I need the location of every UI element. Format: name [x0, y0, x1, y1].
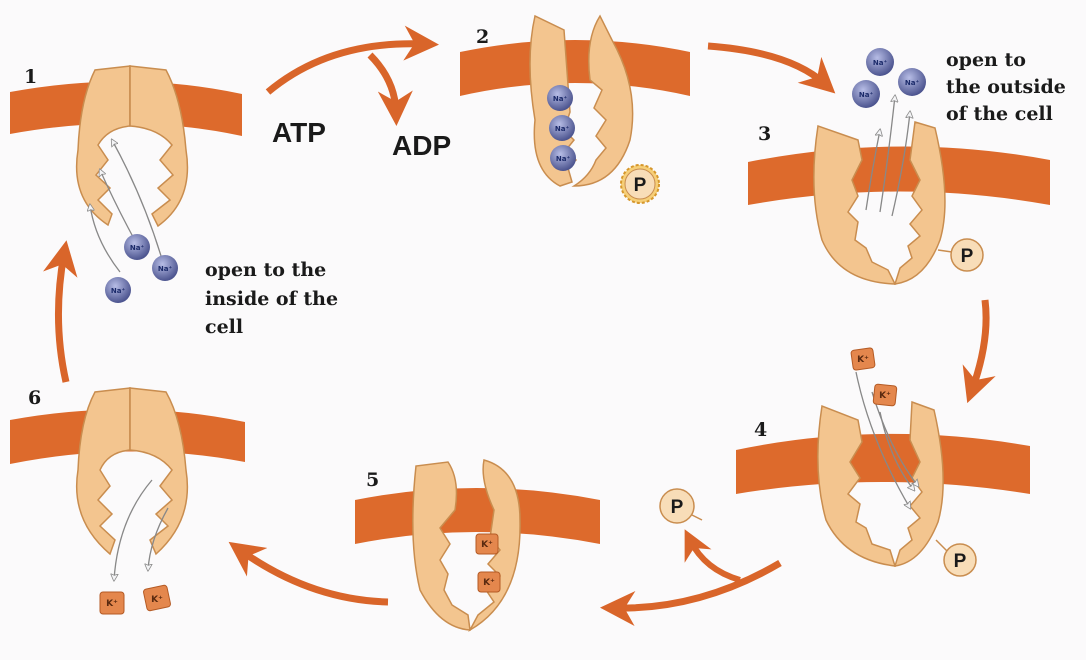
cell-membrane	[748, 146, 1050, 205]
stage-2: Na⁺ Na⁺ Na⁺ P 2	[460, 14, 690, 204]
adp-branch-arrow	[367, 52, 413, 126]
pump-protein	[529, 14, 634, 187]
phosphate-group: P	[943, 543, 977, 577]
svg-text:Na⁺: Na⁺	[859, 91, 874, 99]
pump-protein	[817, 400, 944, 567]
svg-text:Na⁺: Na⁺	[555, 125, 570, 133]
svg-text:K⁺: K⁺	[879, 391, 891, 401]
ion-path-arrows	[865, 96, 910, 217]
pump-protein	[813, 121, 946, 285]
sodium-ion: Na⁺	[852, 80, 880, 108]
svg-text:Na⁺: Na⁺	[873, 59, 888, 67]
step-number: 6	[28, 387, 41, 409]
cell-membrane	[460, 40, 690, 96]
svg-text:K⁺: K⁺	[857, 355, 869, 365]
svg-text:K⁺: K⁺	[483, 578, 495, 588]
cycle-arrow	[265, 25, 439, 95]
step-number: 1	[24, 66, 37, 88]
pump-protein	[75, 387, 189, 556]
cell-membrane	[736, 433, 1030, 494]
sodium-ion: Na⁺	[549, 115, 575, 141]
stage-5: K⁺ K⁺ 5	[355, 459, 600, 632]
step-caption: open to the inside of the cell	[205, 259, 345, 338]
phosphate-release: P	[600, 488, 782, 626]
adp-label: ADP	[392, 130, 451, 161]
potassium-ion: K⁺	[872, 383, 898, 407]
sodium-ion: Na⁺	[124, 234, 150, 260]
svg-text:Na⁺: Na⁺	[553, 95, 568, 103]
step-number: 2	[476, 26, 489, 48]
svg-text:P: P	[954, 551, 967, 572]
ion-path-arrows	[114, 479, 169, 580]
svg-text:K⁺: K⁺	[151, 595, 163, 605]
svg-text:P: P	[671, 497, 684, 518]
svg-text:P: P	[634, 175, 647, 196]
pump-protein	[75, 65, 189, 228]
sodium-ion: Na⁺	[898, 68, 926, 96]
sodium-ion: Na⁺	[152, 255, 178, 281]
atp-to-adp-conversion: ATP ADP	[265, 25, 451, 161]
cycle-arrow	[43, 240, 78, 383]
sodium-ion: Na⁺	[547, 85, 573, 111]
sodium-ion: Na⁺	[550, 145, 576, 171]
potassium-ion: K⁺	[143, 584, 171, 612]
svg-text:Na⁺: Na⁺	[158, 265, 173, 273]
step-number: 3	[758, 123, 771, 145]
sodium-ion: Na⁺	[866, 48, 894, 76]
svg-text:P: P	[961, 246, 974, 267]
potassium-ion: K⁺	[475, 533, 499, 555]
atp-label: ATP	[272, 117, 326, 148]
cycle-arrow	[707, 42, 836, 94]
potassium-ion: K⁺	[850, 347, 876, 371]
phosphate-group: P	[950, 238, 984, 272]
potassium-ion: K⁺	[477, 571, 501, 593]
sodium-ion: Na⁺	[105, 277, 131, 303]
stage-4: K⁺ K⁺ P 4	[736, 347, 1030, 577]
svg-text:Na⁺: Na⁺	[130, 244, 145, 252]
pump-protein	[412, 459, 521, 632]
svg-text:K⁺: K⁺	[106, 599, 118, 609]
svg-text:K⁺: K⁺	[481, 540, 493, 550]
cycle-arrow	[228, 541, 389, 606]
cycle-arrow	[962, 299, 996, 404]
svg-text:Na⁺: Na⁺	[111, 287, 126, 295]
stage-6: K⁺ K⁺ 6	[10, 387, 245, 615]
potassium-ion: K⁺	[99, 591, 125, 615]
step-number: 5	[366, 469, 379, 491]
svg-text:Na⁺: Na⁺	[556, 155, 571, 163]
phosphate-group: P	[620, 164, 660, 204]
phosphate-group: P	[659, 488, 703, 524]
stage-3: Na⁺ Na⁺ Na⁺ P 3 open to the outside of t…	[748, 48, 1072, 285]
phosphate-branch-arrow	[684, 529, 741, 583]
cycle-arrow	[600, 559, 782, 626]
step-caption: open to the outside of the cell	[946, 49, 1072, 125]
step-number: 4	[754, 419, 767, 441]
svg-text:Na⁺: Na⁺	[905, 79, 920, 87]
stage-1: Na⁺ Na⁺ Na⁺ 1 open to the inside of the …	[10, 65, 345, 338]
